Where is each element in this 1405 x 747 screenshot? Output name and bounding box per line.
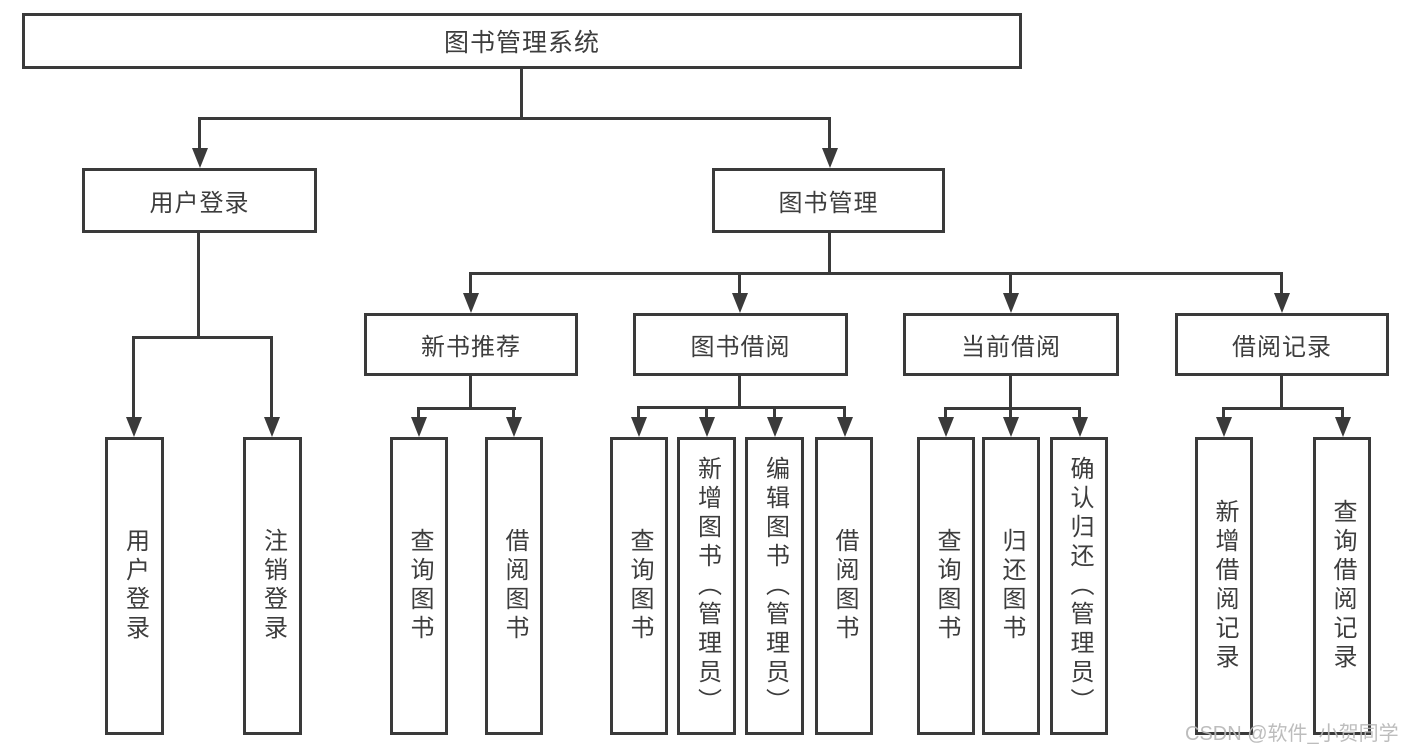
node-label: 新增图书（管理员） <box>693 455 721 717</box>
arrow-down-icon <box>1335 417 1351 437</box>
arrow-down-icon <box>192 148 208 168</box>
leaf-query-borrow-record: 查询借阅记录 <box>1313 437 1371 735</box>
connector-line <box>1280 376 1283 410</box>
connector-line <box>1341 407 1344 420</box>
leaf-borrow-books-recommend: 借阅图书 <box>485 437 543 735</box>
arrow-down-icon <box>631 417 647 437</box>
connector-line <box>828 233 831 274</box>
connector-line <box>828 117 831 151</box>
node-label: 图书管理 <box>778 190 879 217</box>
connector-line <box>132 336 135 420</box>
node-label: 查询图书 <box>406 528 433 644</box>
node-new-book-recommendation: 新书推荐 <box>364 313 578 376</box>
arrow-down-icon <box>938 417 954 437</box>
arrow-down-icon <box>411 417 427 437</box>
connector-line <box>738 272 741 296</box>
connector-line <box>132 336 273 339</box>
arrow-down-icon <box>1003 417 1019 437</box>
arrow-down-icon <box>822 148 838 168</box>
leaf-edit-books-admin: 编辑图书（管理员） <box>745 437 804 735</box>
node-user-login: 用户登录 <box>82 168 317 233</box>
arrow-down-icon <box>1216 417 1232 437</box>
arrow-down-icon <box>264 417 280 437</box>
connector-line <box>417 407 420 420</box>
node-label: 图书管理系统 <box>443 29 600 57</box>
node-label: 新书推荐 <box>421 334 521 361</box>
connector-line <box>1280 272 1283 296</box>
node-label: 借阅图书 <box>501 528 528 644</box>
connector-line <box>637 406 640 420</box>
leaf-add-books-admin: 新增图书（管理员） <box>677 437 736 735</box>
connector-line <box>1078 407 1081 420</box>
connector-line <box>1009 272 1012 296</box>
node-label: 借阅图书 <box>831 528 858 644</box>
connector-line <box>512 407 515 420</box>
csdn-watermark: CSDN @软件_小贺同学 <box>1185 723 1399 745</box>
arrow-down-icon <box>699 417 715 437</box>
connector-line <box>197 233 200 338</box>
node-label: 注销登录 <box>259 528 287 644</box>
connector-line <box>1222 407 1225 420</box>
connector-line <box>417 407 516 410</box>
node-current-borrowing: 当前借阅 <box>903 313 1119 376</box>
node-label: 图书借阅 <box>690 334 791 361</box>
arrow-down-icon <box>732 293 748 313</box>
connector-line <box>773 406 776 420</box>
node-label: 编辑图书（管理员） <box>761 455 789 717</box>
node-borrowing-records: 借阅记录 <box>1175 313 1389 376</box>
connector-line <box>637 406 846 409</box>
node-label: 用户登录 <box>121 528 149 644</box>
node-label: 查询借阅记录 <box>1329 499 1356 673</box>
connector-line <box>198 117 831 120</box>
connector-line <box>843 406 846 420</box>
connector-line <box>1009 407 1012 420</box>
leaf-query-books-borrow: 查询图书 <box>610 437 668 735</box>
leaf-borrow-books-borrow: 借阅图书 <box>815 437 873 735</box>
arrow-down-icon <box>767 417 783 437</box>
arrow-down-icon <box>506 417 522 437</box>
node-label: 新增借阅记录 <box>1211 499 1238 673</box>
arrow-down-icon <box>126 417 142 437</box>
leaf-return-books: 归还图书 <box>982 437 1040 735</box>
leaf-add-borrow-record: 新增借阅记录 <box>1195 437 1253 735</box>
node-label: 当前借阅 <box>961 334 1061 361</box>
connector-line <box>520 68 523 119</box>
node-label: 确认归还（管理员） <box>1066 455 1093 717</box>
connector-line <box>469 272 1283 275</box>
connector-line <box>198 117 201 151</box>
arrow-down-icon <box>1274 293 1290 313</box>
connector-line <box>270 336 273 420</box>
connector-line <box>705 406 708 420</box>
connector-line <box>1009 376 1012 410</box>
node-book-management: 图书管理 <box>712 168 945 233</box>
node-book-borrowing: 图书借阅 <box>633 313 848 376</box>
leaf-query-books-recommend: 查询图书 <box>390 437 448 735</box>
connector-line <box>944 407 1081 410</box>
connector-line <box>1222 407 1344 410</box>
node-label: 查询图书 <box>626 528 653 644</box>
arrow-down-icon <box>463 293 479 313</box>
node-library-management-system: 图书管理系统 <box>22 13 1022 69</box>
node-label: 借阅记录 <box>1232 334 1332 361</box>
node-label: 查询图书 <box>933 528 960 644</box>
connector-line <box>944 407 947 420</box>
leaf-user-login: 用户登录 <box>105 437 164 735</box>
connector-line <box>469 272 472 296</box>
arrow-down-icon <box>837 417 853 437</box>
node-label: 用户登录 <box>149 190 250 217</box>
leaf-confirm-return-admin: 确认归还（管理员） <box>1050 437 1108 735</box>
leaf-query-books-current: 查询图书 <box>917 437 975 735</box>
leaf-logout-login: 注销登录 <box>243 437 302 735</box>
connector-line <box>738 376 741 409</box>
node-label: 归还图书 <box>998 528 1025 644</box>
arrow-down-icon <box>1072 417 1088 437</box>
connector-line <box>469 376 472 410</box>
arrow-down-icon <box>1003 293 1019 313</box>
